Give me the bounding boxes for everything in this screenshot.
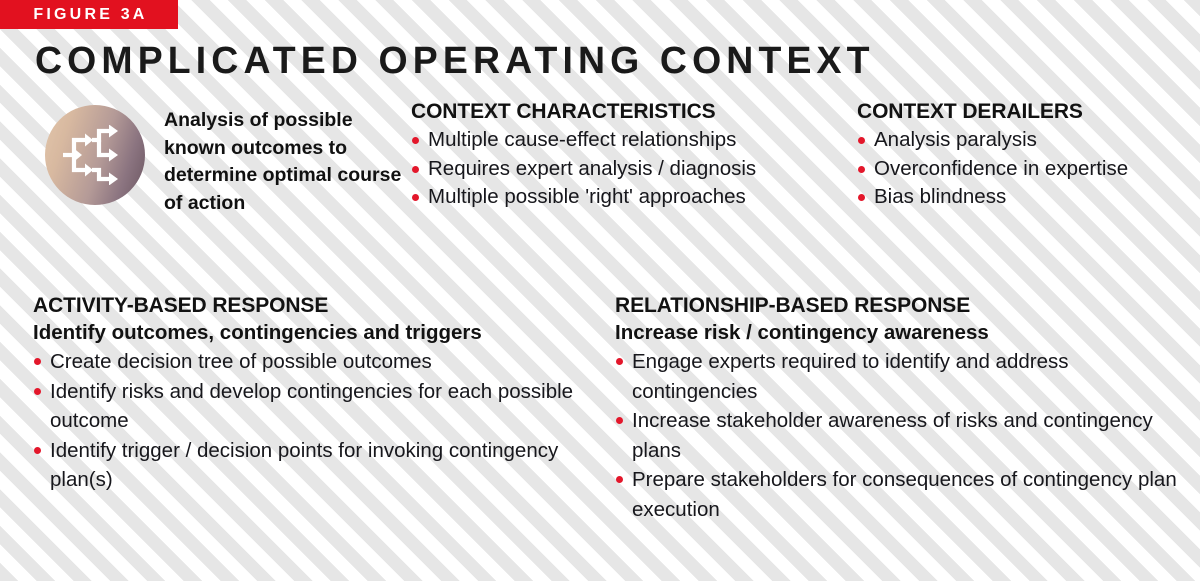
list-item-text: Identify risks and develop contingencies… xyxy=(50,379,574,433)
list-item: Analysis paralysis xyxy=(857,126,1177,155)
bullet-dot-icon xyxy=(34,358,41,365)
list-item: Prepare stakeholders for consequences of… xyxy=(615,465,1185,524)
column-heading-context-characteristics: CONTEXT CHARACTERISTICS xyxy=(411,100,716,123)
list-item: Engage experts required to identify and … xyxy=(615,347,1185,406)
activity-based-response-list: Create decision tree of possible outcome… xyxy=(33,347,603,495)
list-item-text: Analysis paralysis xyxy=(874,128,1037,151)
bullet-dot-icon xyxy=(412,194,419,201)
relationship-based-response-title: RELATIONSHIP-BASED RESPONSE xyxy=(615,294,971,317)
page-title: COMPLICATED OPERATING CONTEXT xyxy=(35,40,875,82)
relationship-based-response-block: RELATIONSHIP-BASED RESPONSE Increase ris… xyxy=(615,294,1185,524)
list-item-text: Requires expert analysis / diagnosis xyxy=(428,156,757,180)
bullet-dot-icon xyxy=(858,194,865,201)
list-item: Increase stakeholder awareness of risks … xyxy=(615,406,1185,465)
column-context-characteristics: CONTEXT CHARACTERISTICS Multiple cause-e… xyxy=(411,100,851,212)
list-item: Overconfidence in expertise xyxy=(857,155,1177,184)
branching-decision-tree-icon xyxy=(45,105,145,205)
context-characteristics-list: Multiple cause-effect relationships Requ… xyxy=(411,126,851,212)
list-item-text: Prepare stakeholders for consequences of… xyxy=(632,468,1177,521)
list-item-text: Bias blindness xyxy=(874,185,1007,208)
context-derailers-list: Analysis paralysis Overconfidence in exp… xyxy=(857,126,1177,212)
list-item: Requires expert analysis / diagnosis xyxy=(411,155,851,184)
list-item: Multiple possible 'right' approaches xyxy=(411,183,851,212)
list-item-text: Overconfidence in expertise xyxy=(874,156,1129,180)
bullet-dot-icon xyxy=(616,476,623,483)
bullet-dot-icon xyxy=(412,137,419,144)
activity-based-response-title: ACTIVITY-BASED RESPONSE xyxy=(33,294,329,317)
figure-badge: FIGURE 3A xyxy=(0,0,178,29)
bullet-dot-icon xyxy=(858,165,865,173)
list-item-text: Increase stakeholder awareness of risks … xyxy=(632,409,1153,462)
list-item-text: Multiple possible 'right' approaches xyxy=(428,185,746,208)
bullet-dot-icon xyxy=(34,387,41,395)
bullet-dot-icon xyxy=(34,446,41,454)
relationship-based-response-list: Engage experts required to identify and … xyxy=(615,347,1185,524)
activity-based-response-subtitle: Identify outcomes, contingencies and tri… xyxy=(33,321,482,344)
list-item: Identify trigger / decision points for i… xyxy=(33,436,603,495)
relationship-based-response-subtitle: Increase risk / contingency awareness xyxy=(615,321,989,344)
list-item: Multiple cause-effect relationships xyxy=(411,126,851,155)
summary-caption: Analysis of possible known outcomes to d… xyxy=(164,109,402,214)
list-item-text: Create decision tree of possible outcome… xyxy=(50,350,432,373)
activity-based-response-block: ACTIVITY-BASED RESPONSE Identify outcome… xyxy=(33,294,603,495)
bullet-dot-icon xyxy=(858,137,865,144)
column-context-derailers: CONTEXT DERAILERS Analysis paralysis Ove… xyxy=(857,100,1177,212)
bullet-dot-icon xyxy=(616,417,623,424)
list-item: Create decision tree of possible outcome… xyxy=(33,347,603,377)
list-item: Identify risks and develop contingencies… xyxy=(33,377,603,436)
list-item-text: Multiple cause-effect relationships xyxy=(428,128,737,151)
bullet-dot-icon xyxy=(412,165,419,173)
list-item-text: Engage experts required to identify and … xyxy=(632,350,1069,403)
list-item-text: Identify trigger / decision points for i… xyxy=(50,438,559,492)
list-item: Bias blindness xyxy=(857,183,1177,212)
bullet-dot-icon xyxy=(616,358,623,365)
column-heading-context-derailers: CONTEXT DERAILERS xyxy=(857,100,1083,123)
